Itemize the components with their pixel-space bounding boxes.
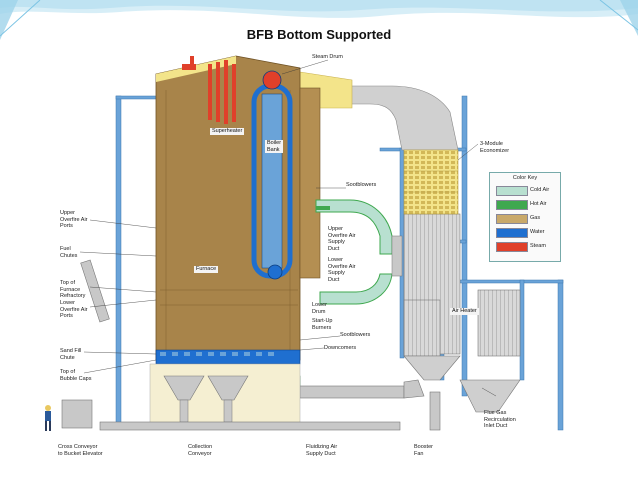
color-key-swatch bbox=[496, 214, 528, 224]
air-heater bbox=[403, 213, 521, 413]
color-key-item: Gas bbox=[496, 213, 558, 224]
color-key-swatch bbox=[496, 186, 528, 196]
color-key-swatch bbox=[496, 242, 528, 252]
label-lower-overfire-ports: Lower Overfire Air Ports bbox=[60, 300, 88, 319]
label-top-bubble-caps: Top of Bubble Caps bbox=[60, 369, 92, 382]
label-booster-fan: Booster Fan bbox=[414, 444, 433, 457]
color-key-title: Color Key bbox=[512, 175, 538, 181]
boiler-bank bbox=[251, 70, 293, 280]
label-flue-gas-recirc: Flue Gas Recirculation Inlet Duct bbox=[484, 410, 516, 429]
label-steam-drum: Steam Drum bbox=[312, 54, 343, 60]
label-fluidizing-duct: Fluidizing Air Supply Duct bbox=[306, 444, 338, 457]
leader-lines bbox=[79, 59, 497, 397]
label-upper-overfire-ports: Upper Overfire Air Ports bbox=[60, 210, 88, 229]
label-sootblowers-top: Sootblowers bbox=[346, 182, 377, 188]
label-lower-overfire-duct: Lower Overfire Air Supply Duct bbox=[328, 257, 356, 283]
label-lower-drum: Lower Drum bbox=[312, 302, 327, 315]
label-fuel-chutes: Fuel Chutes bbox=[60, 246, 78, 259]
label-sootblowers-low: Sootblowers bbox=[340, 332, 371, 338]
label-upper-overfire-duct: Upper Overfire Air Supply Duct bbox=[328, 226, 356, 252]
color-key-swatch bbox=[496, 228, 528, 238]
color-key-label: Cold Air bbox=[530, 187, 550, 193]
worker-figure bbox=[45, 405, 51, 431]
color-key-label: Gas bbox=[530, 215, 541, 221]
color-key-label: Water bbox=[530, 229, 545, 235]
color-key: Color Key Cold Air Hot Air Gas Water Ste… bbox=[489, 172, 561, 262]
color-key-label: Steam bbox=[530, 243, 546, 249]
label-sand-fill-chute: Sand Fill Chute bbox=[60, 348, 82, 361]
color-key-item: Cold Air bbox=[496, 185, 558, 196]
label-air-heater: Air Heater bbox=[450, 308, 479, 315]
label-collection-conveyor: Collection Conveyor bbox=[188, 444, 213, 457]
label-downcomers: Downcomers bbox=[324, 345, 357, 351]
color-key-item: Steam bbox=[496, 241, 558, 252]
color-key-label: Hot Air bbox=[530, 201, 547, 207]
color-key-item: Water bbox=[496, 227, 558, 238]
flue-gas-duct bbox=[299, 71, 459, 151]
conveyors bbox=[61, 259, 401, 431]
superheater bbox=[182, 56, 236, 124]
label-superheater: Superheater bbox=[210, 128, 245, 135]
color-key-swatch bbox=[496, 200, 528, 210]
hopper-base bbox=[149, 363, 301, 429]
color-key-item: Hot Air bbox=[496, 199, 558, 210]
furnace-shell bbox=[155, 55, 321, 365]
label-cross-conveyor: Cross Conveyor to Bucket Elevator bbox=[58, 444, 103, 457]
page-title: BFB Bottom Supported bbox=[246, 27, 392, 42]
label-economizer: 3-Module Economizer bbox=[480, 141, 510, 154]
label-top-refractory: Top of Furnace Refractory bbox=[60, 280, 86, 299]
label-furnace: Furnace bbox=[194, 266, 219, 273]
label-boiler-bank: Boiler Bank bbox=[265, 140, 284, 153]
label-startup-burners: Start-Up Burners bbox=[312, 318, 333, 331]
economizer bbox=[403, 149, 459, 215]
